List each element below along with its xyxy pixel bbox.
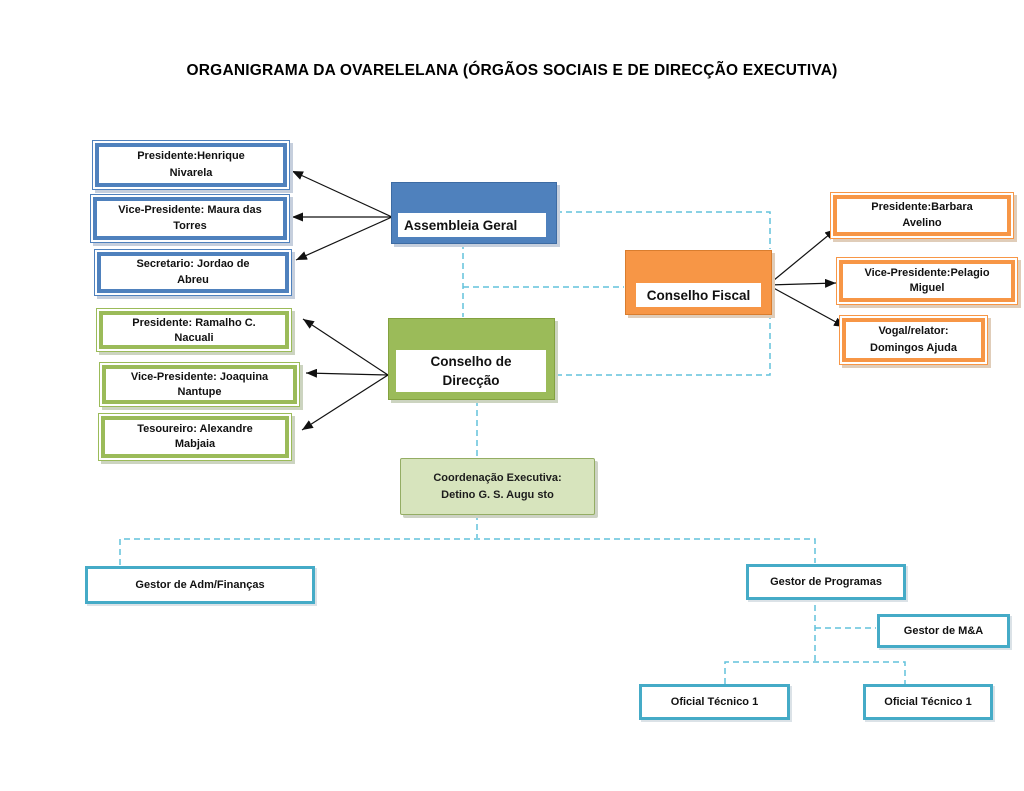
node-gestor-adm-financas: Gestor de Adm/Finanças	[85, 566, 315, 604]
node-label-line: Torres	[173, 220, 207, 232]
node-gestor-ma: Gestor de M&A	[877, 614, 1010, 648]
node-label: Gestor de M&A	[903, 625, 984, 637]
node-label-line: Detino G. S. Augu sto	[441, 488, 554, 501]
node-coordenacao-executiva: Coordenação Executiva: Detino G. S. Augu…	[400, 458, 595, 515]
node-ag-presidente: Presidente:Henrique Nivarela	[92, 140, 290, 190]
node-label-line: Avelino	[902, 216, 942, 229]
node-label-line: Nivarela	[169, 166, 213, 179]
node-label-line: Vogal/relator:	[878, 325, 949, 338]
node-ag-secretario: Secretario: Jordao de Abreu	[94, 249, 292, 296]
node-label-line: Direcção	[442, 373, 500, 388]
node-label: Oficial Técnico 1	[670, 696, 759, 708]
node-label-line: Presidente: Ramalho C.	[132, 317, 256, 329]
node-label-line: Nantupe	[177, 386, 222, 398]
node-label-line: Mabjaia	[174, 438, 216, 451]
node-label: Oficial Técnico 1	[884, 696, 972, 708]
node-cd-tesoureiro: Tesoureiro: Alexandre Mabjaia	[98, 413, 292, 461]
node-oficial-tecnico-1: Oficial Técnico 1	[639, 684, 790, 720]
node-conselho-direccao: Conselho de Direcção	[388, 318, 555, 400]
node-ag-vice-presidente: Vice-Presidente: Maura das Torres	[90, 194, 290, 243]
node-label-line: Vice-Presidente:Pelagio	[864, 266, 990, 279]
node-label-line: Conselho de	[430, 354, 512, 369]
node-cf-vice-presidente: Vice-Presidente:Pelagio Miguel	[836, 257, 1018, 305]
node-oficial-tecnico-2: Oficial Técnico 1	[863, 684, 993, 720]
node-label-line: Secretario: Jordao de	[136, 258, 250, 271]
node-cf-vogal-relator: Vogal/relator: Domingos Ajuda	[839, 315, 988, 365]
node-label-line: Domingos Ajuda	[870, 341, 957, 354]
node-label-line: Presidente:Henrique	[137, 150, 245, 163]
node-gestor-programas: Gestor de Programas	[746, 564, 906, 600]
node-label: Conselho Fiscal	[646, 287, 751, 303]
node-label-line: Presidente:Barbara	[871, 201, 973, 214]
page-title: ORGANIGRAMA DA OVARELELANA (ÓRGÃOS SOCIA…	[186, 62, 838, 79]
node-label-line: Miguel	[909, 282, 945, 295]
node-cf-presidente: Presidente:Barbara Avelino	[830, 192, 1014, 239]
node-assembleia-geral: Assembleia Geral	[391, 182, 557, 244]
node-label-line: Tesoureiro: Alexandre	[137, 422, 253, 435]
node-cd-presidente: Presidente: Ramalho C. Nacuali	[96, 308, 292, 352]
node-cd-vice-presidente: Vice-Presidente: Joaquina Nantupe	[99, 362, 300, 407]
node-conselho-fiscal: Conselho Fiscal	[625, 250, 772, 315]
node-label: Assembleia Geral	[404, 217, 518, 233]
node-label-line: Abreu	[177, 273, 209, 286]
node-label-line: Vice-Presidente: Maura das	[118, 204, 262, 216]
node-label-line: Nacuali	[174, 332, 214, 344]
node-label-line: Vice-Presidente: Joaquina	[130, 371, 269, 383]
node-label: Gestor de Adm/Finanças	[135, 579, 265, 591]
node-label-line: Coordenação Executiva:	[433, 471, 562, 484]
node-label: Gestor de Programas	[770, 576, 882, 588]
